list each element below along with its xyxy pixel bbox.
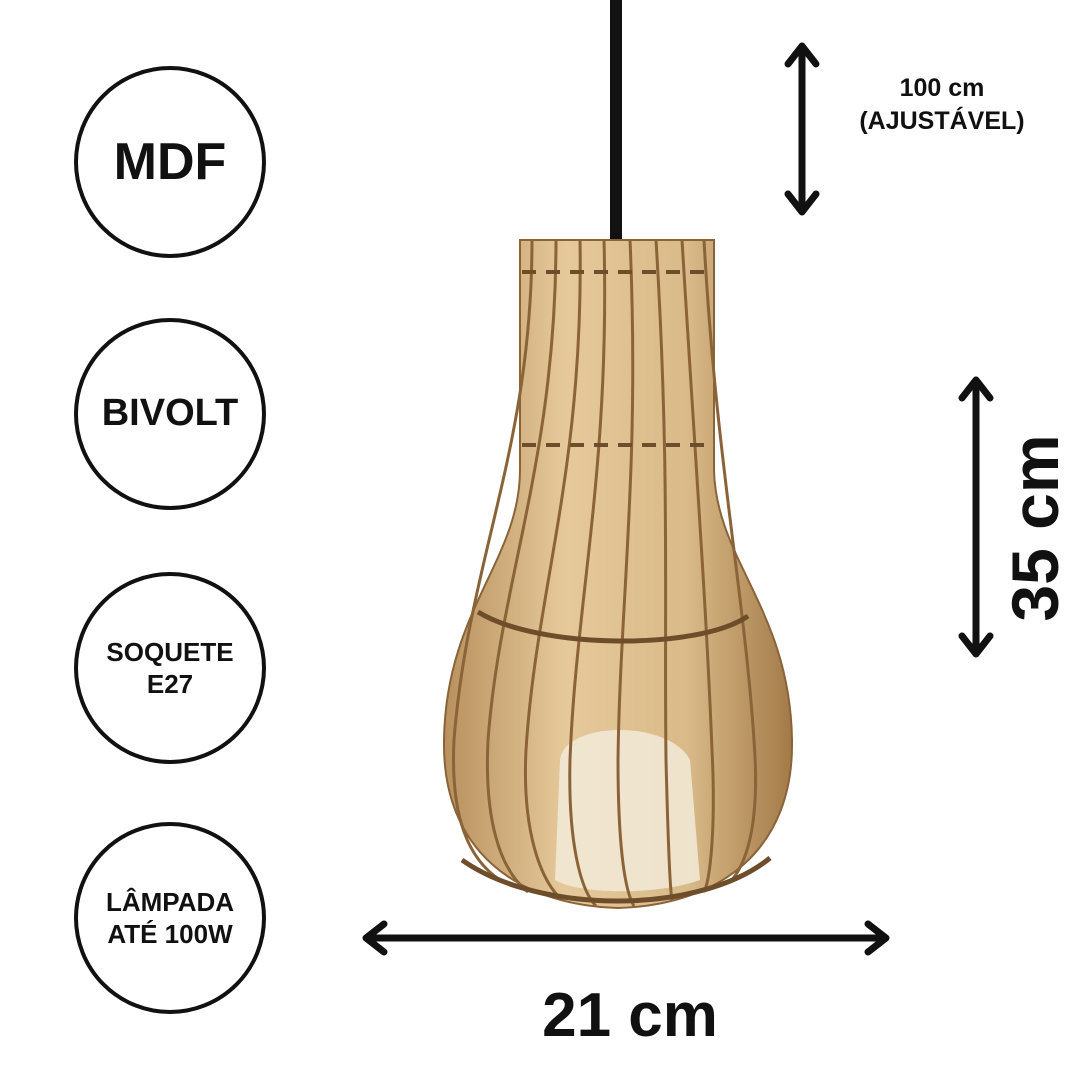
badge-lamp-line-1: LÂMPADA — [105, 886, 235, 917]
cord-length-arrow — [784, 42, 820, 216]
badge-voltage: BIVOLT — [74, 318, 266, 510]
lamp-bottom-ring — [460, 856, 772, 904]
badge-socket-line-1: SOQUETE — [106, 636, 234, 667]
lamp-slats — [451, 239, 758, 908]
height-label: 35 cm — [998, 434, 1072, 622]
lamp-rings — [522, 270, 712, 447]
badge-lamp-line-2: ATÉ 100W — [107, 919, 233, 949]
badge-socket-line-2: E27 — [146, 669, 194, 699]
badge-socket: SOQUETE E27 — [74, 572, 266, 764]
badge-lamp: LÂMPADA ATÉ 100W — [74, 822, 266, 1014]
width-label: 21 cm — [542, 981, 718, 1050]
height-arrow — [958, 376, 994, 658]
width-arrow — [362, 920, 890, 956]
lamp-shade — [442, 239, 794, 910]
badge-voltage-text: BIVOLT — [101, 392, 239, 435]
lamp-interior — [555, 730, 700, 892]
lamp-body — [442, 239, 794, 910]
cord-length-label: 100 cm (AJUSTÁVEL) — [842, 72, 1042, 137]
badge-material: MDF — [74, 66, 266, 258]
cord-length-note: (AJUSTÁVEL) — [859, 106, 1025, 135]
cord-length-value: 100 cm — [899, 74, 985, 102]
power-cord — [610, 0, 622, 245]
lamp-middle-ring — [476, 609, 750, 644]
badge-material-text: MDF — [113, 132, 227, 191]
